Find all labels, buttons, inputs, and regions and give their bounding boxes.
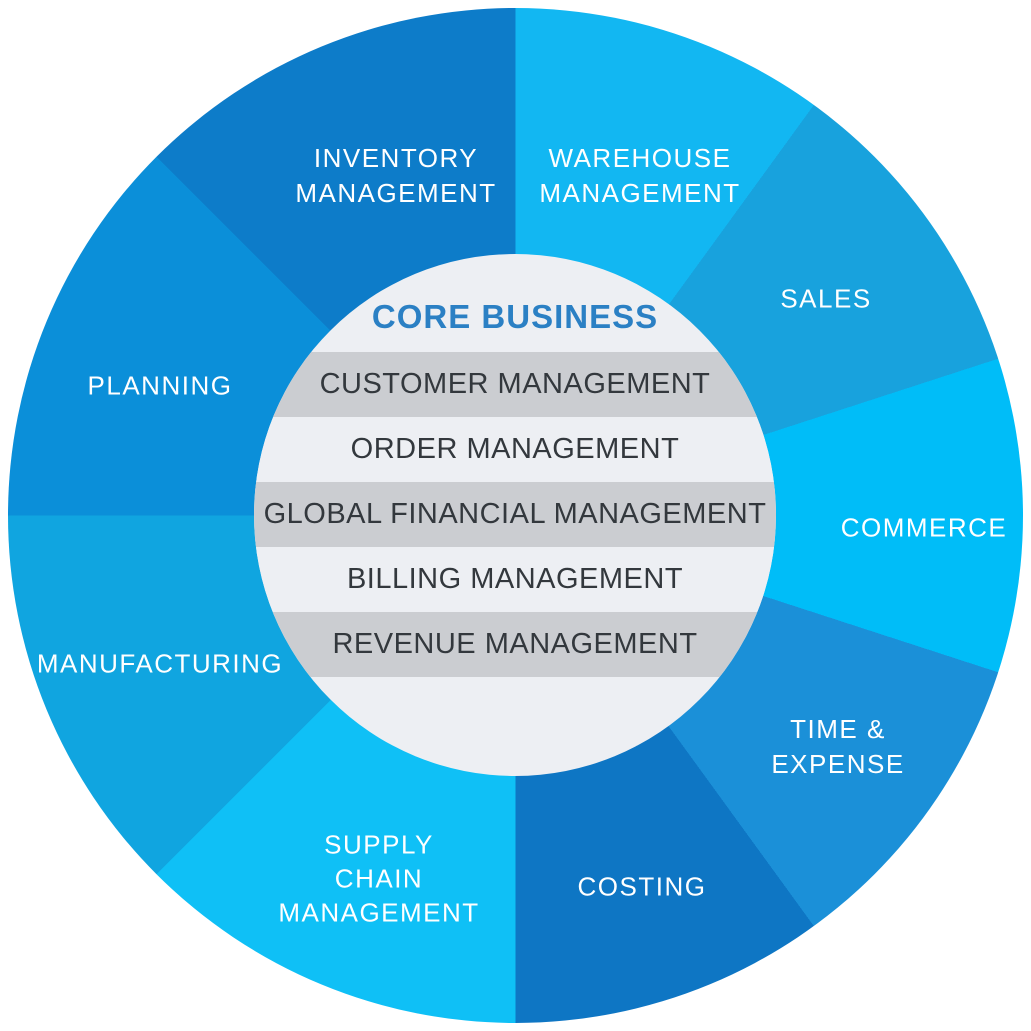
core-band-billing-management: BILLING MANAGEMENT <box>254 547 776 612</box>
core-band-order-management: ORDER MANAGEMENT <box>254 417 776 482</box>
segment-label-supply-chain-management: SUPPLY CHAIN MANAGEMENT <box>278 829 480 927</box>
segment-label-warehouse-management: WAREHOUSE MANAGEMENT <box>539 142 741 208</box>
core-band-revenue-management: REVENUE MANAGEMENT <box>254 612 776 677</box>
modules-ring: WAREHOUSE MANAGEMENT SALES COMMERCE TIME… <box>8 8 1023 1023</box>
segment-label-commerce: COMMERCE <box>840 512 1008 543</box>
segment-label-planning: PLANNING <box>87 370 233 401</box>
segment-label-sales: SALES <box>780 283 872 314</box>
core-business-title: CORE BUSINESS <box>371 298 659 335</box>
core-business-circle: CORE BUSINESS CUSTOMER MANAGEMENT ORDER … <box>254 254 776 776</box>
core-band-customer-management: CUSTOMER MANAGEMENT <box>254 352 776 417</box>
segment-label-costing: COSTING <box>577 871 707 902</box>
core-band-global-financial-management: GLOBAL FINANCIAL MANAGEMENT <box>254 482 776 547</box>
segment-label-inventory-management: INVENTORY MANAGEMENT <box>295 142 497 208</box>
segment-label-time-and-expense: TIME & EXPENSE <box>771 713 905 779</box>
segment-label-manufacturing: MANUFACTURING <box>36 648 284 679</box>
